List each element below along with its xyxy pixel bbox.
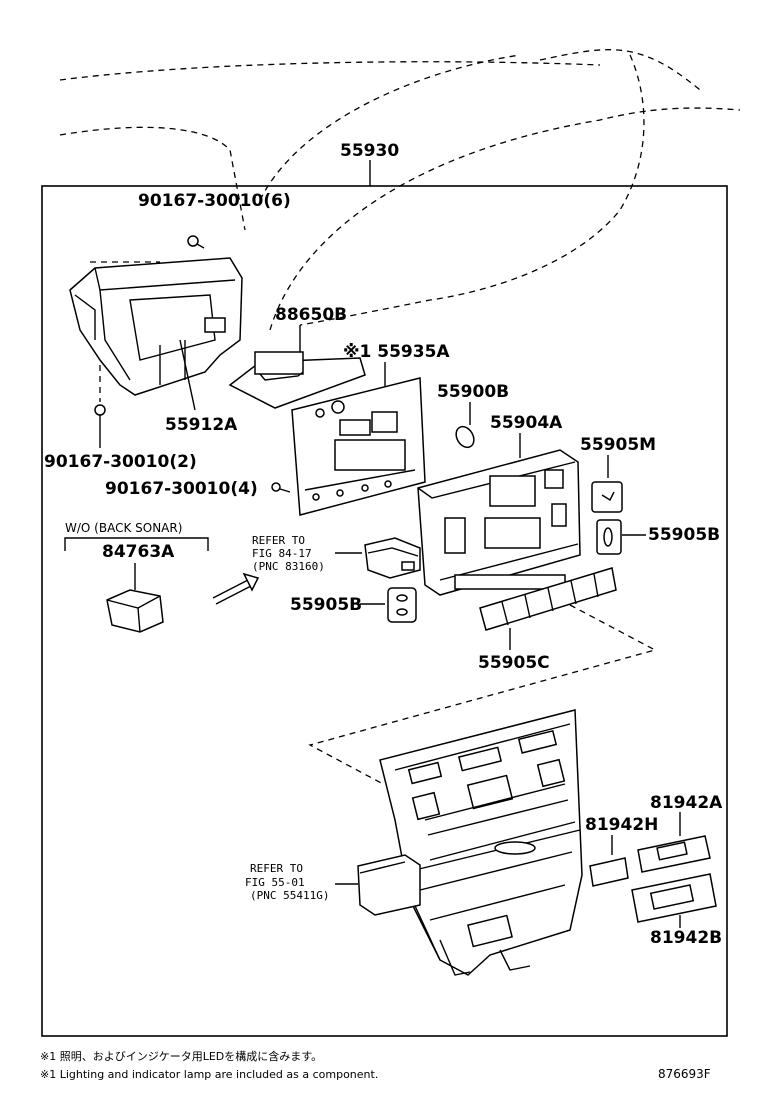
- dashboard-outline: [59, 49, 741, 331]
- label-55930: 55930: [340, 141, 399, 161]
- label-55905b-right: 55905B: [648, 525, 720, 545]
- screw-top: [187, 235, 205, 249]
- ref-84-17-line1: REFER TO: [252, 534, 305, 547]
- footnote-en: ※1 Lighting and indicator lamp are inclu…: [40, 1068, 378, 1081]
- part-55905m: [591, 481, 623, 513]
- label-88650b: 88650B: [275, 305, 347, 325]
- diagram-code: 876693F: [658, 1067, 711, 1081]
- ref-84-17-line3: (PNC 83160): [252, 560, 325, 573]
- part-55905b-right: [596, 519, 622, 555]
- footnote-jp: ※1 照明、およびインジケータ用LEDを構成に含みます。: [40, 1049, 322, 1063]
- part-55935a-board: [291, 377, 426, 516]
- part-81942a: [637, 835, 711, 873]
- part-55904a-panel: [417, 449, 581, 596]
- assembly-frame: [41, 185, 728, 1037]
- screw-middle: [271, 482, 291, 493]
- label-55935a: ※1 55935A: [343, 342, 450, 362]
- label-81942b: 81942B: [650, 928, 722, 948]
- label-55905c: 55905C: [478, 653, 550, 673]
- bracket-55912a: [69, 257, 243, 396]
- part-81942h: [589, 857, 629, 887]
- part-88650b: [228, 351, 366, 409]
- ref-55-01-line1: REFER TO: [250, 862, 303, 875]
- ref-55-01-line2: FIG 55-01: [245, 876, 305, 889]
- arrow-indicator: [212, 572, 260, 605]
- label-90167-30010-4: 90167-30010(4): [105, 479, 258, 499]
- part-81942b: [631, 873, 717, 923]
- part-switch-84-17: [364, 537, 421, 579]
- label-55900b: 55900B: [437, 382, 509, 402]
- label-90167-30010-2: 90167-30010(2): [44, 452, 197, 472]
- ref-84-17-line2: FIG 84-17: [252, 547, 312, 560]
- label-81942a: 81942A: [650, 793, 723, 813]
- label-55905m: 55905M: [580, 435, 656, 455]
- label-81942h: 81942H: [585, 815, 658, 835]
- ref-55-01-line3: (PNC 55411G): [250, 889, 329, 902]
- center-cluster-panel: [379, 709, 583, 976]
- part-55900b-bulb: [455, 425, 475, 449]
- label-55912a: 55912A: [165, 415, 238, 435]
- label-55905b-left: 55905B: [290, 595, 362, 615]
- label-90167-30010-6: 90167-30010(6): [138, 191, 291, 211]
- label-84763a: 84763A: [102, 542, 175, 562]
- label-wo-back-sonar: W/O (BACK SONAR): [65, 521, 182, 535]
- label-55904a: 55904A: [490, 413, 563, 433]
- part-55905c-strip: [479, 567, 617, 631]
- part-bracket-55-01: [357, 854, 421, 916]
- screw-left: [94, 404, 106, 448]
- part-84763a: [106, 589, 164, 633]
- part-55905b-left: [387, 587, 417, 623]
